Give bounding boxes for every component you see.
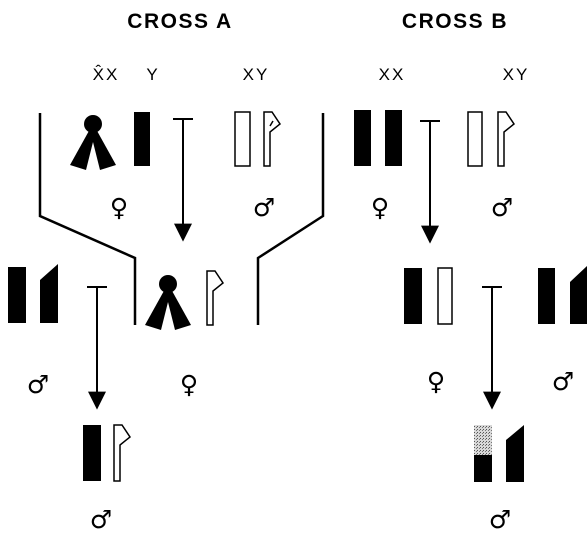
cross-b-other-male-symbol: ♂	[552, 367, 574, 396]
cross-b-progeny-x-chromosome-recombinant	[474, 425, 492, 482]
cross-a-funnel-right	[256, 113, 325, 325]
cross-a-progeny-male-symbol: ♂	[90, 505, 112, 534]
cross-b-offspring-x-chromosome-solid	[404, 268, 422, 324]
cross-a-other-male-symbol: ♂	[27, 370, 49, 399]
y-chromosome-open-icon	[263, 111, 282, 167]
cross-a-female-genotype-attached-x: X̂X	[93, 64, 120, 84]
cross-a-female-symbol: ♀	[110, 193, 128, 222]
cross-b-progeny-y-chromosome-solid	[506, 425, 524, 482]
x-chromosome-solid-icon	[83, 425, 101, 481]
cross-b-male-y-chromosome-open	[497, 111, 516, 167]
cross-b-title: CROSS B	[402, 10, 508, 33]
cross-a-male-symbol: ♂	[253, 193, 275, 222]
cross-a-title: CROSS A	[127, 10, 232, 33]
cross-b-male-x-chromosome-open	[467, 111, 483, 167]
y-chromosome-solid-icon	[134, 112, 150, 166]
cross-a-female-genotype-y: Y	[146, 65, 159, 84]
x-chromosome-open-icon	[234, 111, 251, 167]
cross-b-male-genotype: XY	[503, 65, 530, 84]
cross-b-other-male-x-chromosome-solid	[538, 268, 555, 324]
cross-b-female-x-chromosome-1	[354, 110, 371, 166]
other-male-x-chromosome-solid	[8, 267, 26, 323]
other-male-y-chromosome-solid	[40, 264, 58, 323]
cross-b-other-male-y-chromosome-solid	[570, 266, 587, 324]
cross-b-offspring-female-symbol: ♀	[427, 367, 445, 396]
cross-b-progeny-male-symbol: ♂	[489, 505, 511, 534]
cross-b-male-symbol: ♂	[491, 193, 513, 222]
attached-x-chromosome-icon	[70, 115, 116, 170]
cross-a-offspring-female-symbol: ♀	[180, 370, 198, 399]
progeny-y-chromosome-open	[113, 424, 132, 482]
offspring-y-chromosome-open	[206, 270, 225, 326]
offspring-attached-x-chromosome	[145, 275, 191, 330]
cross-b-female-genotype: XX	[379, 65, 406, 84]
cross-a-funnel-left	[38, 113, 137, 325]
cross-b-offspring-x-chromosome-open	[437, 267, 453, 325]
cross-a-male-genotype: XY	[243, 65, 270, 84]
cross-b-female-symbol: ♀	[371, 193, 389, 222]
cross-b-female-x-chromosome-2	[385, 110, 402, 166]
